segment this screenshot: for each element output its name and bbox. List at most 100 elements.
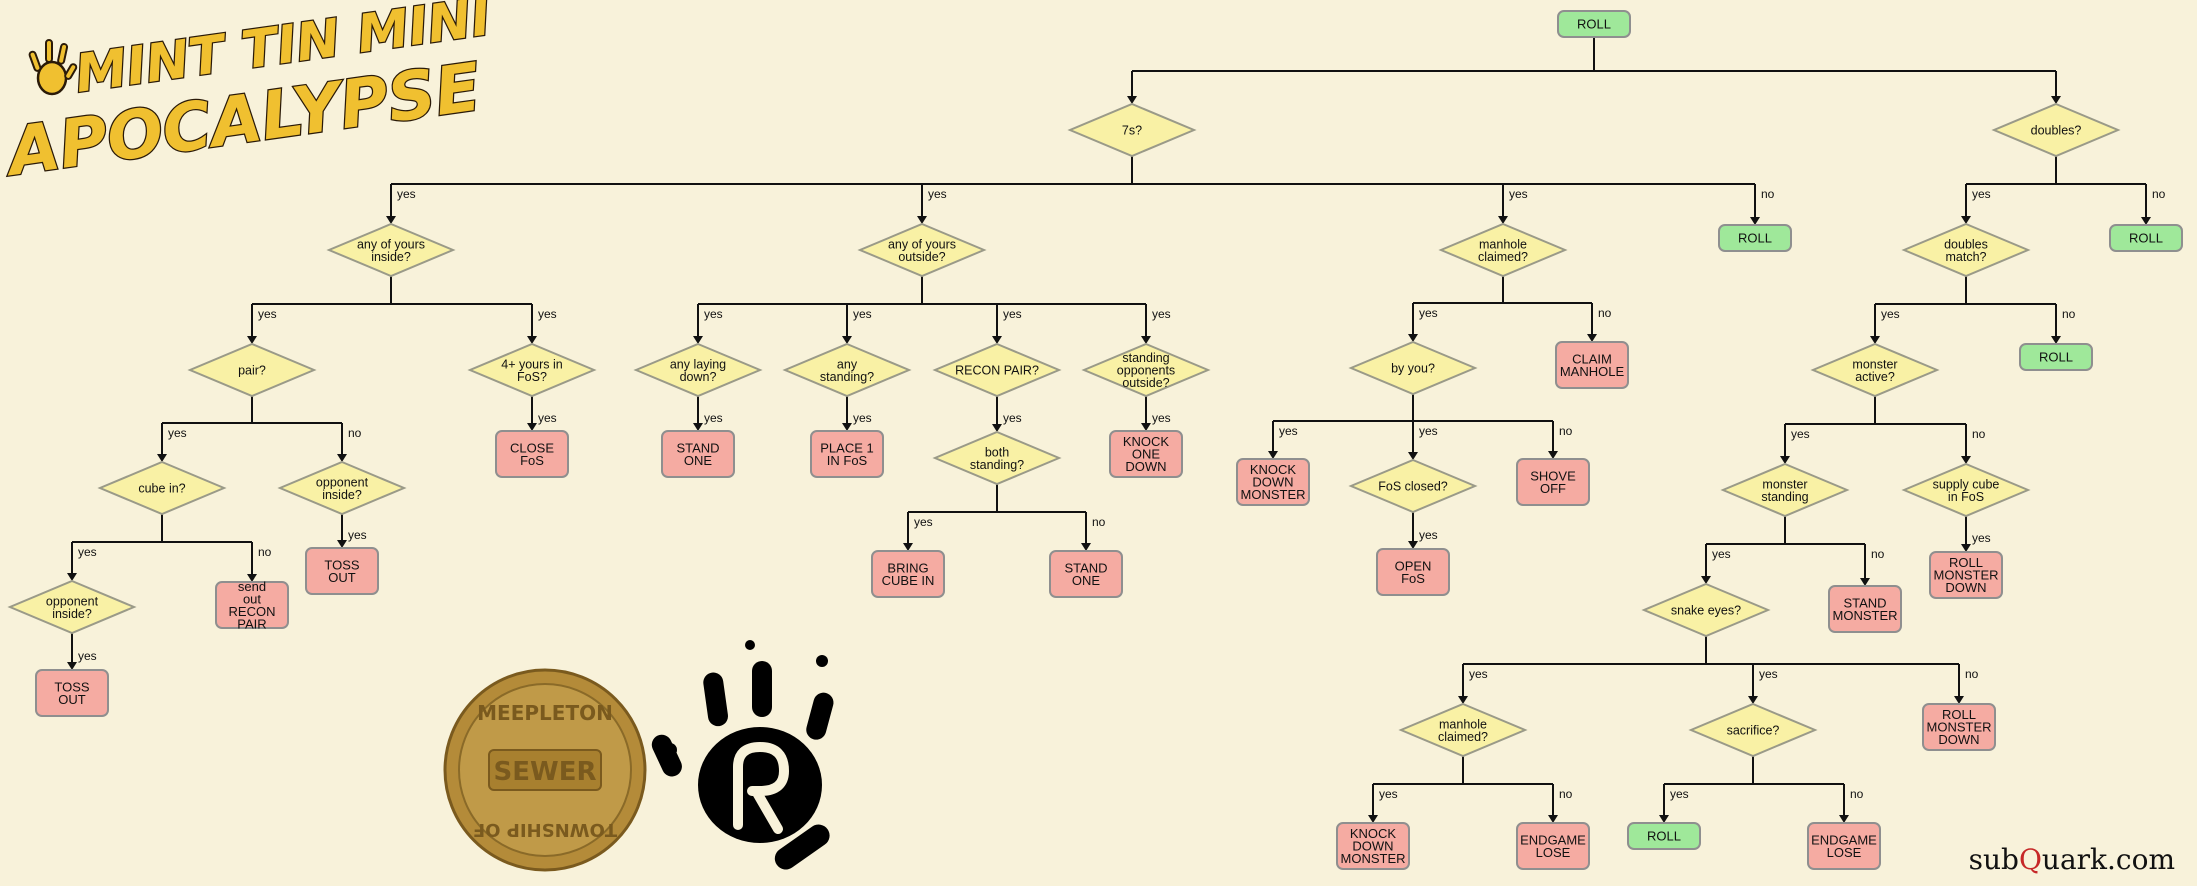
edge-arrowhead [992, 336, 1002, 344]
edge-group-recon_pair: yes [992, 396, 1022, 432]
edge-arrowhead [1961, 216, 1971, 224]
edge-arrowhead [2141, 217, 2151, 225]
decision-diamond [857, 222, 987, 278]
edge-label: no [1559, 424, 1573, 438]
edge-arrowhead [1780, 456, 1790, 464]
node-label: cube in? [138, 482, 185, 496]
node-label-line: claimed? [1478, 250, 1528, 264]
node-label-line: inside? [322, 488, 362, 502]
node-label-line: any [837, 357, 858, 371]
edge-label: yes [704, 307, 723, 321]
node-label-line: any of yours [357, 237, 425, 251]
edge-label: yes [538, 307, 557, 321]
decision-diamond [1398, 702, 1528, 758]
coin-center-text: SEWER [494, 757, 597, 787]
node-label: pair? [238, 364, 266, 378]
outcome-box [1109, 430, 1183, 478]
edge-label: yes [1509, 187, 1528, 201]
decision-diamond [467, 342, 597, 398]
decision-diamond [1081, 342, 1211, 398]
node-label-line: outside? [898, 250, 945, 264]
node-sacrifice: sacrifice? [1688, 702, 1818, 758]
edge-arrowhead [1748, 696, 1758, 704]
node-label-line: PAIR [237, 616, 266, 631]
edge-label: yes [1419, 306, 1438, 320]
node-label-line: opponent [46, 594, 99, 608]
decision-diamond [1810, 342, 1940, 398]
node-label-line: ENDGAME [1520, 832, 1586, 847]
edge-group-four_fos: yes [527, 396, 557, 431]
edge-label: yes [853, 411, 872, 425]
outcome-box [871, 550, 945, 598]
coin-top-text: MEEPLETON [477, 701, 613, 725]
node-label-line: CLOSE [510, 440, 554, 455]
edge-arrowhead [1408, 541, 1418, 549]
edge-arrowhead [1127, 96, 1137, 104]
outcome-box [1516, 458, 1590, 506]
edge-arrowhead [1839, 815, 1849, 823]
node-label-line: CUBE IN [882, 573, 935, 588]
edge-label: no [1761, 187, 1775, 201]
edge-label: no [258, 545, 272, 559]
node-label-line: OPEN [1395, 558, 1432, 573]
edge-label: yes [704, 411, 723, 425]
decision-diamond [633, 342, 763, 398]
outcome-box [1807, 822, 1881, 870]
edge-label: no [1092, 515, 1106, 529]
decision-diamond [326, 222, 456, 278]
node-label-line: ENDGAME [1811, 832, 1877, 847]
edge-label: no [1559, 787, 1573, 801]
edge-label: yes [853, 307, 872, 321]
node-label-line: claimed? [1438, 730, 1488, 744]
edge-group-roll_top [1127, 37, 2061, 104]
edge-arrowhead [1860, 578, 1870, 586]
edge-arrowhead [1081, 543, 1091, 551]
edge-arrowhead [693, 336, 703, 344]
decision-diamond [1348, 340, 1478, 396]
node-label-line: cube in? [138, 482, 185, 496]
edge-label: yes [1469, 667, 1488, 681]
edge-label: yes [1003, 307, 1022, 321]
edge-label: yes [1759, 667, 1778, 681]
node-roll_sac: ROLL [1627, 822, 1701, 850]
node-label-line: DOWN [1352, 839, 1393, 854]
roll-box [2109, 224, 2183, 252]
node-label-line: 4+ yours in [501, 357, 563, 371]
edge-arrowhead [527, 423, 537, 431]
node-label-line: down? [680, 370, 717, 384]
edge-arrowhead [1548, 451, 1558, 459]
node-label: by you? [1391, 362, 1435, 376]
decision-diamond [782, 342, 912, 398]
node-label-line: opponent [316, 475, 369, 489]
edge-arrowhead [157, 454, 167, 462]
node-label-line: opponents [1117, 364, 1175, 378]
node-label-line: KNOCK [1123, 434, 1170, 449]
node-label-line: sacrifice? [1727, 724, 1780, 738]
edge-arrowhead [903, 543, 913, 551]
edge-label: no [1972, 427, 1986, 441]
edge-label: yes [538, 411, 557, 425]
node-label-line: by you? [1391, 362, 1435, 376]
decision-diamond [277, 460, 407, 516]
